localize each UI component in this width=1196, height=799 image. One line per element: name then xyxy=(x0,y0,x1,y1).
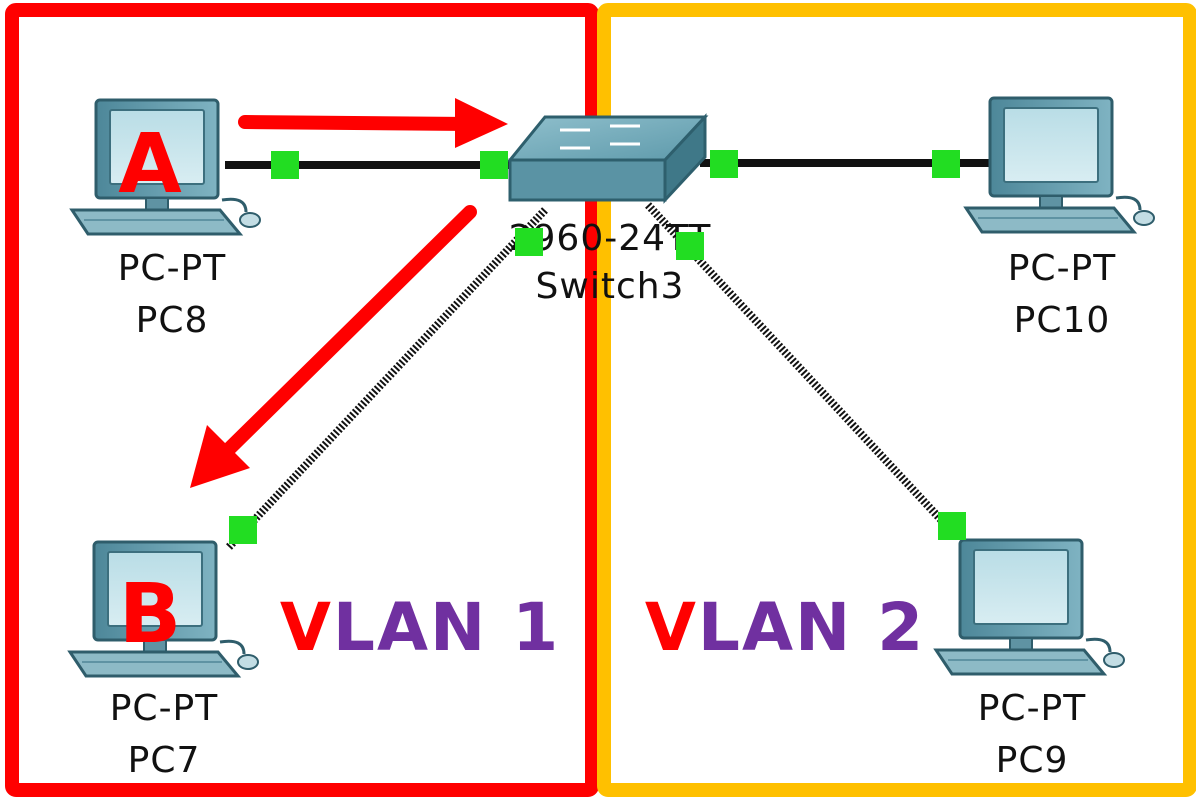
port-led xyxy=(271,151,299,179)
port-led xyxy=(515,228,543,256)
pc9-name-label: PC9 xyxy=(996,740,1069,781)
vlan1-label-rest: LAN 1 xyxy=(333,589,560,666)
vlan2-label-rest: LAN 2 xyxy=(698,589,925,666)
pc10-type-label: PC-PT xyxy=(1008,248,1117,289)
pc7-name-label: PC7 xyxy=(128,740,201,781)
port-leds xyxy=(229,150,966,544)
port-led xyxy=(932,150,960,178)
vlan1-label-initial: V xyxy=(280,589,333,666)
port-led xyxy=(710,150,738,178)
switch-icon[interactable] xyxy=(506,113,709,204)
marker-a: A xyxy=(118,117,182,212)
vlan2-label: VLAN 2 xyxy=(645,589,925,666)
pc10-name-label: PC10 xyxy=(1014,300,1111,341)
switch-name-label: Switch3 xyxy=(536,266,685,307)
port-led xyxy=(480,151,508,179)
vlan1-region xyxy=(5,3,599,797)
pc9-type-label: PC-PT xyxy=(978,688,1087,729)
port-led xyxy=(938,512,966,540)
pc10-icon[interactable] xyxy=(964,96,1156,234)
pc9-icon[interactable] xyxy=(934,538,1126,676)
pc7-type-label: PC-PT xyxy=(110,688,219,729)
vlan2-label-initial: V xyxy=(645,589,698,666)
port-led xyxy=(229,516,257,544)
arrow-switch-to-b xyxy=(190,205,477,488)
pc8-type-label: PC-PT xyxy=(118,248,227,289)
port-led xyxy=(676,232,704,260)
marker-b: B xyxy=(119,567,182,662)
vlan2-region xyxy=(597,3,1196,797)
pc8-name-label: PC8 xyxy=(136,300,209,341)
arrow-a-to-switch xyxy=(238,98,508,148)
link-switch-pc7 xyxy=(225,207,548,551)
vlan1-label: VLAN 1 xyxy=(280,589,560,666)
